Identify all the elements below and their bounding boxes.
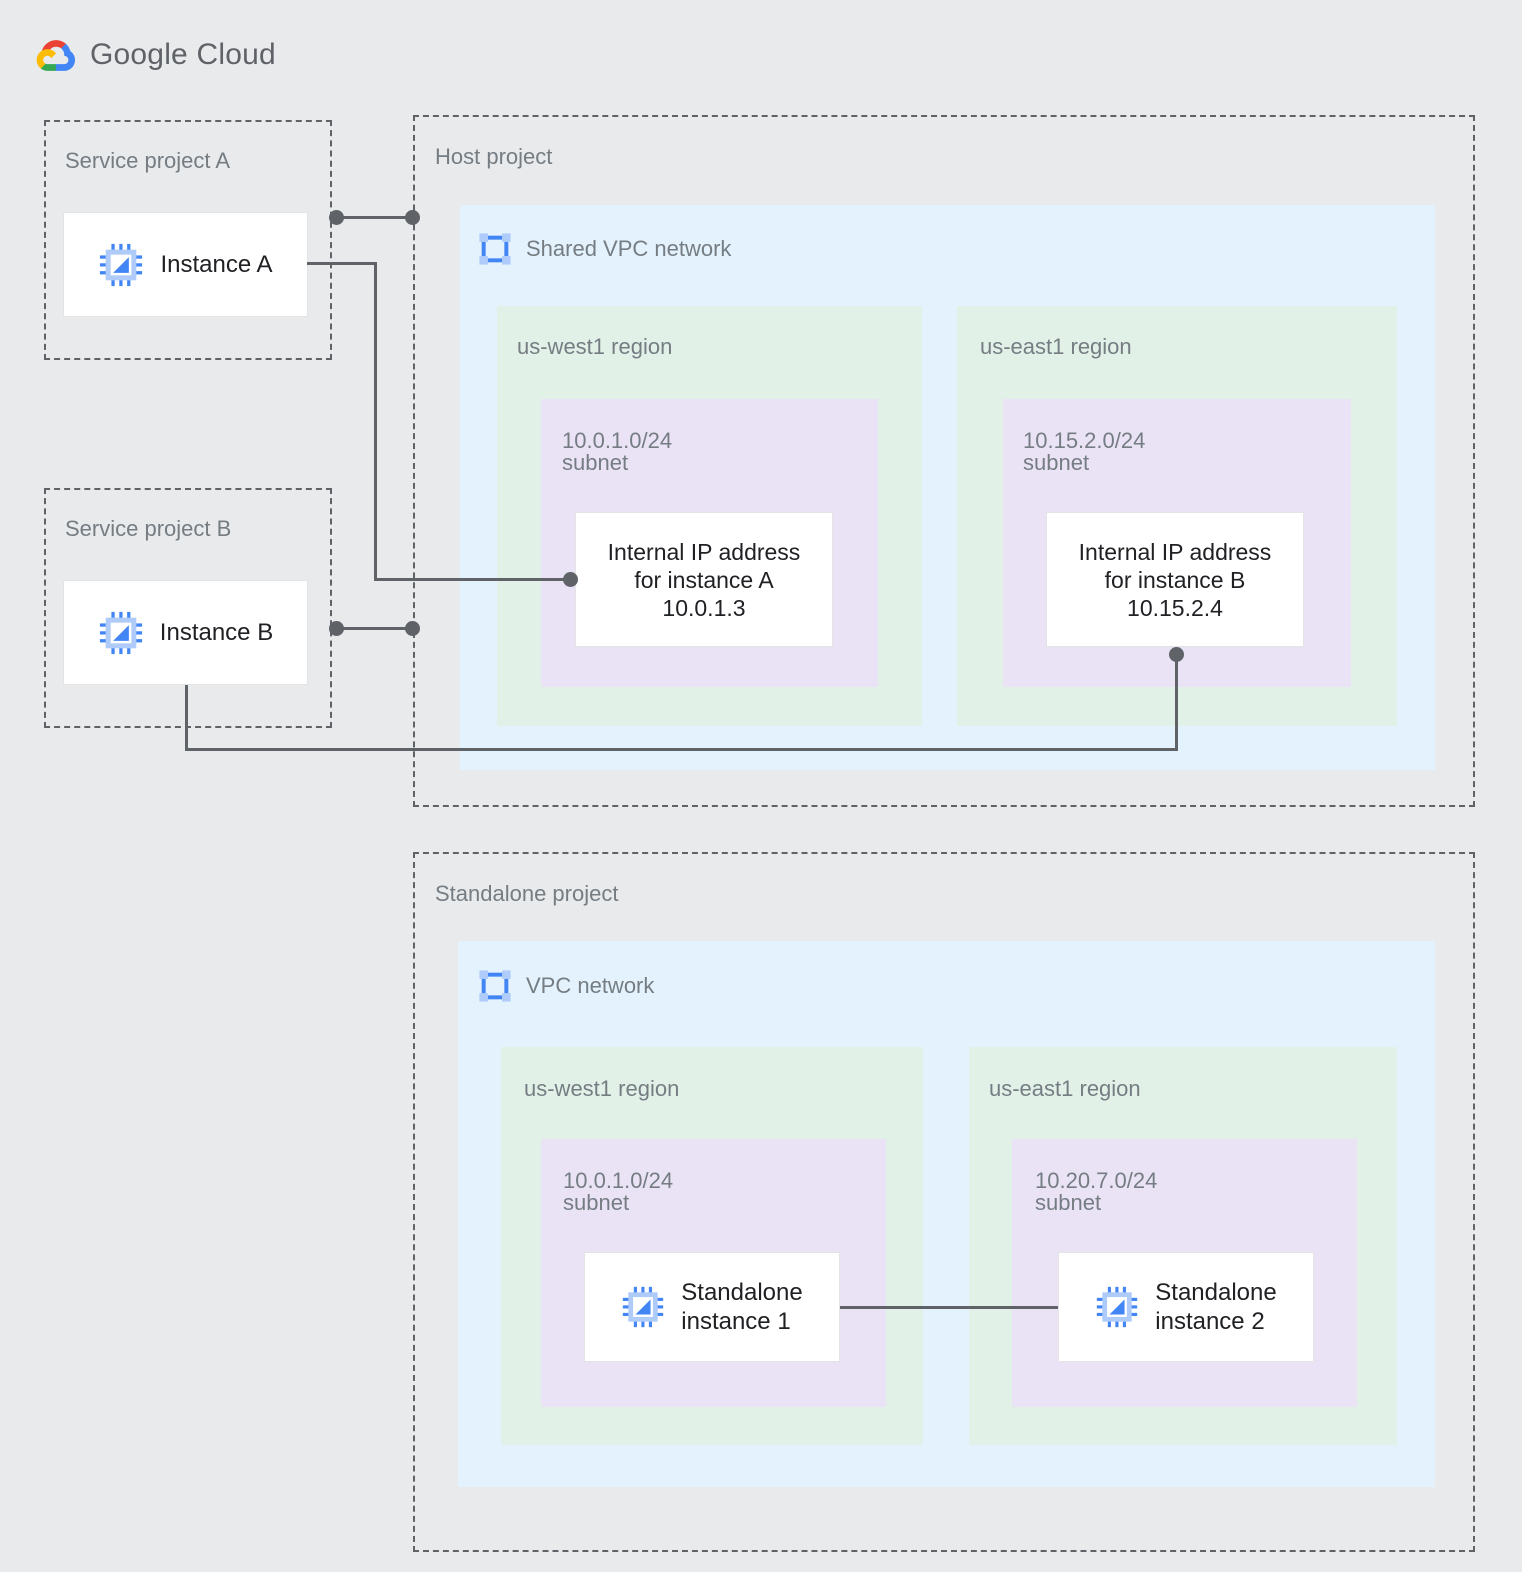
instance-a-card[interactable]: Instance A	[63, 212, 308, 317]
brand-title-light: Cloud	[187, 38, 276, 71]
service-project-a-container	[44, 120, 332, 360]
connector-instance-a-seg2	[374, 262, 377, 580]
shared-vpc-network-header: Shared VPC network	[478, 232, 731, 266]
internal-ip-a-line2: for instance A	[634, 566, 774, 593]
standalone-subnet-10-20-7-0-24-cidr: 10.20.7.0/24	[1035, 1168, 1158, 1193]
standalone-project-title: Standalone project	[435, 881, 619, 906]
instance-chip-icon	[621, 1285, 665, 1329]
standalone-instance-2-label: Standalone instance 2	[1155, 1279, 1277, 1335]
brand-title: Google Cloud	[90, 38, 276, 72]
standalone-subnet-10-0-1-0-24-cidr: 10.0.1.0/24	[563, 1168, 674, 1193]
standalone-vpc-network-header: VPC network	[478, 969, 654, 1003]
host-project-container	[413, 115, 1475, 807]
standalone-subnet-10-0-1-0-24-kind: subnet	[563, 1190, 630, 1215]
standalone-instance-1-card[interactable]: Standalone instance 1	[584, 1252, 840, 1362]
instance-chip-icon	[1095, 1285, 1139, 1329]
connector-instance-b-seg1	[185, 685, 188, 751]
connector-instance-a-seg3	[374, 578, 572, 581]
vpc-network-icon	[478, 969, 512, 1003]
internal-ip-a-line1: Internal IP address	[607, 538, 801, 565]
connector-dot-service-b-edge	[329, 621, 344, 636]
instance-b-label: Instance B	[159, 619, 274, 646]
connector-dot-internal-ip-a	[563, 572, 578, 587]
instance-a-label: Instance A	[160, 251, 273, 278]
connector-instance-b-to-host-project	[336, 627, 414, 630]
connector-dot-internal-ip-b	[1169, 647, 1184, 662]
standalone-subnet-10-20-7-0-24-kind: subnet	[1035, 1190, 1102, 1215]
standalone-region-us-west1-title: us-west1 region	[524, 1076, 680, 1101]
service-project-b-title: Service project B	[65, 516, 232, 541]
connector-instance-b-seg3	[1175, 653, 1178, 749]
internal-ip-instance-b-card[interactable]: Internal IP address for instance B 10.15…	[1046, 512, 1304, 647]
service-project-a-title: Service project A	[65, 148, 231, 173]
instance-b-card[interactable]: Instance B	[63, 580, 308, 685]
internal-ip-a-line3: 10.0.1.3	[662, 594, 746, 621]
standalone-instance-1-label: Standalone instance 1	[681, 1279, 803, 1335]
host-subnet-10-15-2-0-24-kind: subnet	[1023, 450, 1090, 475]
internal-ip-b-line3: 10.15.2.4	[1127, 594, 1223, 621]
connector-instance-a-to-host-project	[336, 216, 414, 219]
host-subnet-10-0-1-0-24-cidr: 10.0.1.0/24	[562, 428, 673, 453]
connector-instance-a-seg1	[307, 262, 377, 265]
host-subnet-10-15-2-0-24-cidr: 10.15.2.0/24	[1023, 428, 1146, 453]
vpc-network-icon	[478, 232, 512, 266]
internal-ip-b-line2: for instance B	[1104, 566, 1246, 593]
connector-dot-service-a-edge	[329, 210, 344, 225]
google-cloud-brand: Google Cloud	[36, 38, 276, 72]
internal-ip-b-line1: Internal IP address	[1078, 538, 1272, 565]
connector-standalone-1-to-2	[840, 1306, 1058, 1309]
connector-dot-host-edge-bottom	[405, 621, 420, 636]
brand-title-bold: Google	[90, 38, 188, 71]
shared-vpc-network-title: Shared VPC network	[526, 236, 732, 261]
instance-chip-icon	[98, 610, 144, 656]
host-subnet-10-0-1-0-24-kind: subnet	[562, 450, 629, 475]
standalone-vpc-network-title: VPC network	[526, 973, 655, 998]
host-project-title: Host project	[435, 144, 553, 169]
service-project-b-container	[44, 488, 332, 728]
connector-instance-b-seg2	[185, 748, 1178, 751]
connector-dot-host-edge-top	[405, 210, 420, 225]
google-cloud-logo-icon	[36, 38, 76, 72]
instance-chip-icon	[98, 242, 144, 288]
standalone-instance-2-card[interactable]: Standalone instance 2	[1058, 1252, 1314, 1362]
standalone-region-us-east1-title: us-east1 region	[989, 1076, 1141, 1101]
host-region-us-west1-title: us-west1 region	[517, 334, 673, 359]
internal-ip-instance-a-card[interactable]: Internal IP address for instance A 10.0.…	[575, 512, 833, 647]
standalone-project-container	[413, 852, 1475, 1552]
host-region-us-east1-title: us-east1 region	[980, 334, 1132, 359]
